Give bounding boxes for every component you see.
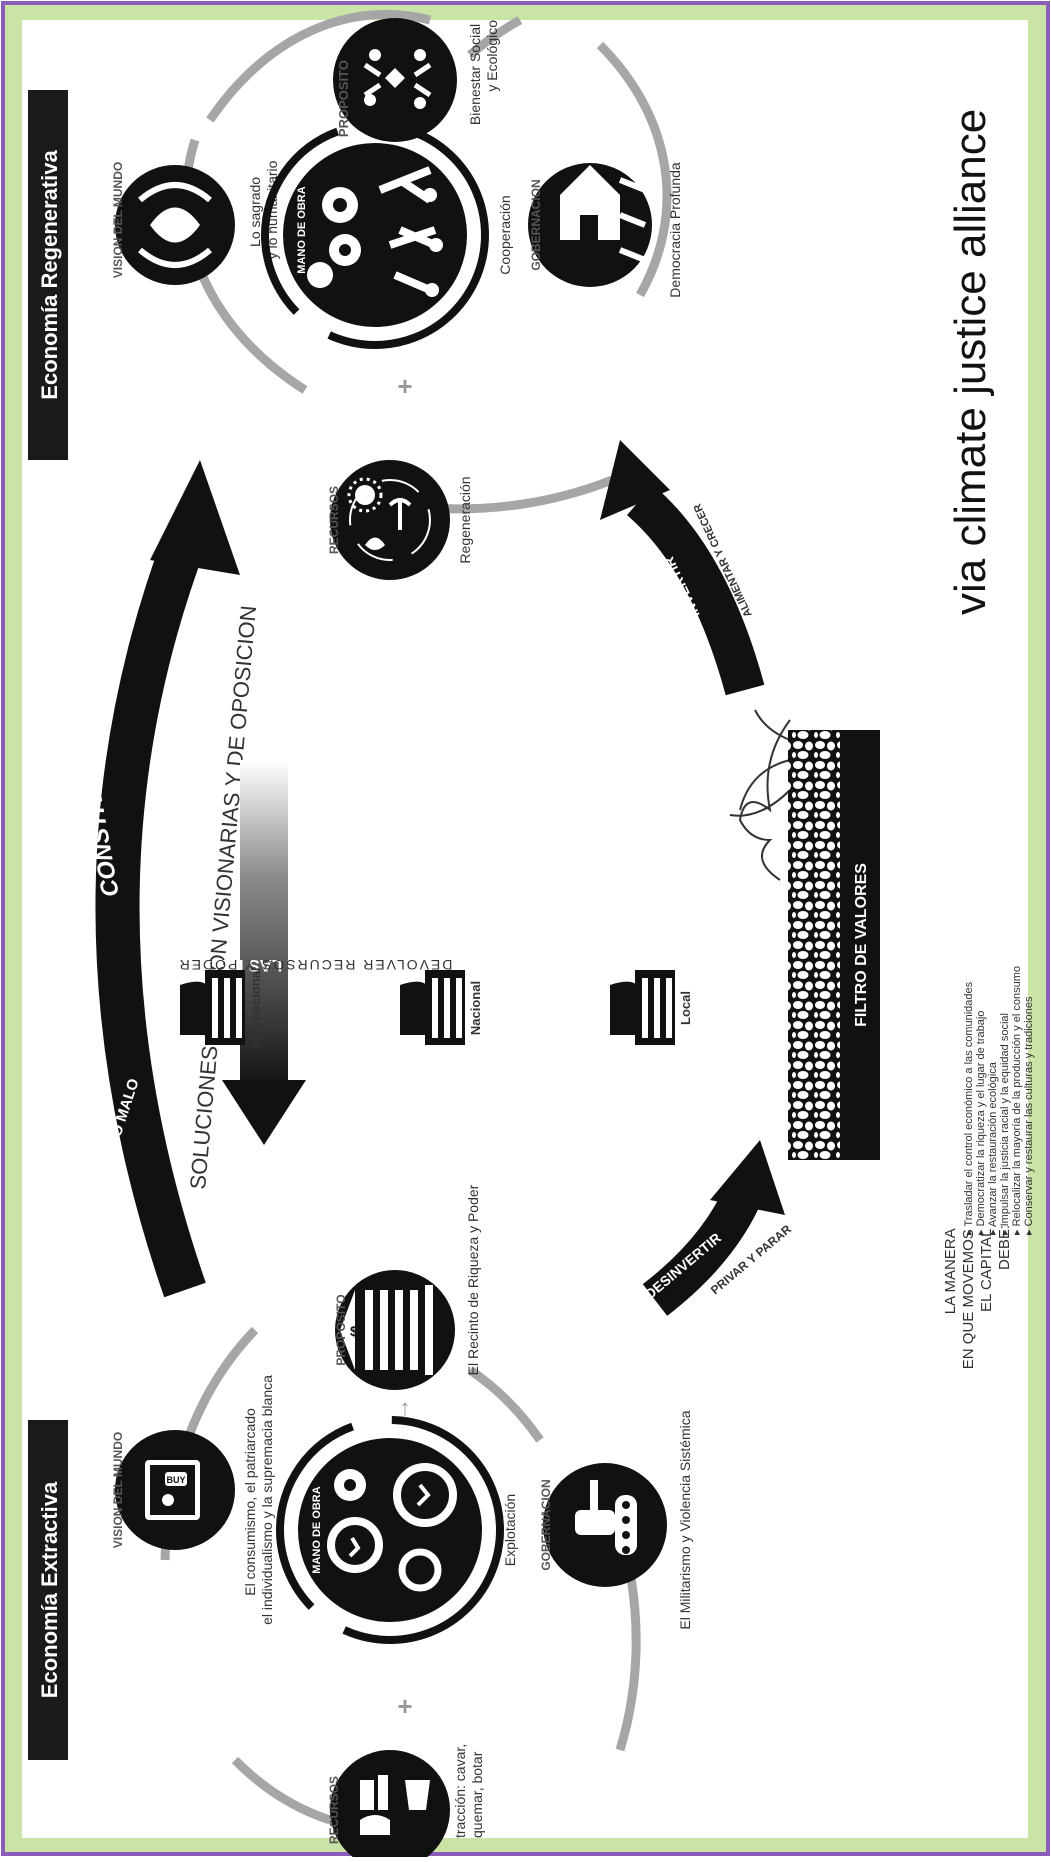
people-butterfly-icon: [363, 49, 432, 109]
regen-resources-label: Regeneración: [457, 476, 473, 563]
build-new-arc: [95, 532, 206, 1298]
regen-resources-circle: [330, 460, 450, 580]
regen-work-label: Cooperación: [497, 195, 513, 274]
capital-item: ▸ Impulsar la justicia racial y la equid…: [999, 1013, 1011, 1235]
level-international: Internacional: [248, 968, 263, 1049]
gears-people-icon: [307, 166, 443, 297]
divest-arrowhead: [710, 1140, 785, 1215]
buy-monitor-icon: BUY: [145, 1460, 200, 1520]
capital-heading: LA MANERA EN QUE MOVEMOS EL CAPITAL DEBE…: [942, 1225, 1013, 1369]
building-national: Nacional: [400, 970, 483, 1045]
change-rules-band: [240, 760, 288, 1090]
extr-resources-tag: RECURSOS: [327, 1776, 341, 1844]
extr-work-circle: [298, 1438, 482, 1622]
extr-purpose-label: El Recinto de Riqueza y Poder: [465, 1184, 481, 1375]
extr-vision-tag: VISION DEL MUNDO: [111, 1432, 125, 1548]
capital-heading-2: EN QUE MOVEMOS: [960, 1229, 977, 1369]
capital-item: ▸ Conservar y restaurar las culturas y t…: [1023, 996, 1035, 1235]
regenerative-cycle-ring: [181, 16, 672, 514]
extr-work-tag: MANO DE OBRA: [311, 1486, 323, 1573]
house-people-icon: [560, 165, 647, 263]
title-extractive: Economía Extractiva: [37, 1481, 62, 1698]
regen-vision-tag: VISION DEL MUNDO: [111, 162, 125, 278]
regen-resources-tag: RECURSOS: [327, 486, 341, 554]
title-extractive-box: [28, 1420, 68, 1760]
dollar-sign: $: [350, 1323, 358, 1339]
regen-work-ring: [261, 121, 489, 349]
capital-item: ▸ Trasladar el control económico a las c…: [963, 981, 975, 1235]
source-credit: via climate justice alliance: [946, 109, 995, 615]
sun-plant-icon: [347, 477, 431, 561]
regen-purpose-line-1: Bienestar Social: [467, 24, 483, 125]
extr-governance-tag: GOBERNACION: [539, 1479, 553, 1570]
build-new-arrowhead: [150, 460, 240, 575]
extr-vision-line-1: El consumismo, el patriarcado: [242, 1408, 258, 1596]
gears-runner-icon: [327, 1463, 457, 1592]
invest-arrowhead: [600, 440, 670, 520]
buy-text: BUY: [166, 1475, 185, 1485]
extr-resources-line-1: tracción: cavar,: [452, 1744, 468, 1838]
title-regenerative-box: [28, 90, 68, 460]
filter-label-band: [840, 730, 880, 1160]
extr-resources-line-2: quemar, botar: [469, 1751, 485, 1838]
regenerative-ring-top: [206, 9, 432, 123]
regen-governance-tag: GOBERNACION: [529, 179, 543, 270]
capital-section: LA MANERA EN QUE MOVEMOS EL CAPITAL DEBE…: [942, 966, 1035, 1369]
capital-items: ▸ Trasladar el control económico a las c…: [963, 966, 1035, 1235]
extr-plus: +: [397, 1691, 412, 1721]
level-local: Local: [678, 991, 693, 1025]
invest-arrow: [626, 484, 765, 696]
factory-trash-icon: [360, 1775, 430, 1835]
regen-work-circle: [283, 143, 467, 327]
extr-work-label: Explotación: [502, 1494, 518, 1566]
building-local: Local: [610, 970, 693, 1045]
tank-icon: [575, 1480, 637, 1555]
capital-heading-3: EL CAPITAL: [978, 1229, 995, 1312]
title-regenerative: Economía Regenerativa: [37, 150, 62, 400]
level-national: Nacional: [468, 981, 483, 1035]
hands-flame-icon: [138, 182, 212, 268]
change-rules-arrowhead: [222, 1080, 306, 1145]
extr-arrow: ↑: [400, 1395, 411, 1420]
capital-item: ▸ Avanzar la restauración ecológica: [987, 1061, 999, 1235]
regen-plus: +: [397, 371, 412, 401]
values-filter: FILTRO DE VALORES: [729, 709, 880, 1160]
extr-resources-label: tracción: cavar, quemar, botar: [452, 1740, 485, 1838]
extr-vision-label: El consumismo, el patriarcado el individ…: [242, 1375, 275, 1625]
capital-item: ▸ Democratizar la riqueza y el lugar de …: [975, 1011, 987, 1235]
regenerative-section: Economía Regenerativa PROPOSITO Bienesta…: [28, 9, 683, 580]
regen-vision-line-1: Lo sagrado: [247, 177, 263, 247]
return-resources-label: DEVOLVER RECURSOS Y PODER: [178, 957, 453, 973]
capital-heading-4: DEBE:: [996, 1225, 1013, 1270]
filter-label: FILTRO DE VALORES: [853, 863, 870, 1027]
extr-work-ring: [276, 1416, 504, 1644]
extractive-section: Economía Extractiva $ PROPOSITO El Recin…: [28, 1184, 693, 1862]
regen-purpose-line-2: y Ecológico: [484, 20, 500, 92]
transition-section: PARAR LO MALO CONSTRUIR LO NUEVO SOLUCIO…: [50, 440, 880, 1316]
capital-item: ▸ Relocalizar la mayoría de la producció…: [1011, 966, 1023, 1235]
tree-roots: [729, 709, 791, 881]
building-international: Internacional: [180, 968, 263, 1049]
extr-purpose-tag: PROPOSITO: [334, 1294, 348, 1365]
bank-dollar-icon: $: [340, 1285, 433, 1375]
extr-governance-label: El Militarismo y Violencia Sistémica: [677, 1410, 693, 1629]
regen-work-tag: MANO DE OBRA: [296, 186, 308, 273]
extr-vision-line-2: el individualismo y la supremacia blanca: [259, 1375, 275, 1625]
regen-governance-label: Democracia Profunda: [667, 162, 683, 298]
regen-purpose-label: Bienestar Social y Ecológico: [467, 20, 500, 125]
capital-heading-1: LA MANERA: [942, 1228, 959, 1314]
regen-purpose-tag: PROPOSITO: [336, 60, 351, 137]
